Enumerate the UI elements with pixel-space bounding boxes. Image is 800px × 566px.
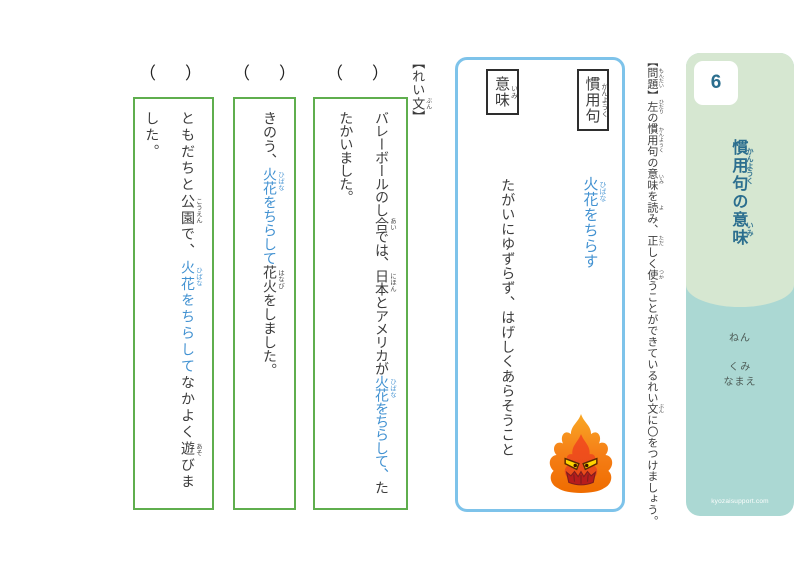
answer-slot-2[interactable]: （ ） (233, 64, 302, 83)
example-sentence-box-2: きのう、火花ひばなをちらして花火はなびをしました。 (233, 97, 296, 510)
angry-fire-icon (545, 412, 617, 503)
idiom-card: 慣用句かんようく 意味いみ 火花ひばなをちらす たがいにゆずらず、はげしくあらそ… (455, 57, 625, 512)
example-sentence-3: ともだちと公園こうえんで、火花ひばなをちらしてなかよく遊あそびました。 (144, 111, 202, 491)
example-sentence-1: バレーボールのし合あいでは、日本にほんとアメリカが火花ひばなをちらして、たたかい… (338, 111, 396, 494)
idiom-label-box: 慣用句かんようく (576, 69, 609, 131)
meaning-label-box: 意味いみ (486, 69, 519, 115)
idiom-text: 火花ひばなをちらす (581, 176, 606, 269)
sidebar-panel: 6 慣用句かんようくの意味いみ ねん くみ なまえ kyozaisupport.… (686, 53, 794, 516)
example-sentence-2: きのう、火花ひばなをちらして花火はなびをしました。 (262, 111, 284, 377)
field-label-name: なまえ (723, 377, 757, 388)
examples-section-label: 【れい文ぶん】 (410, 56, 431, 124)
field-label-class: くみ (728, 362, 752, 373)
field-label-year: ねん (729, 333, 751, 344)
answer-slot-3[interactable]: （ ） (139, 64, 208, 83)
answer-slot-1[interactable]: （ ） (326, 64, 395, 83)
problem-instruction: 【問題もんだい】左ひだりの慣用句かんようくの意味いみを読よみ、正ただしく使つかう… (645, 56, 664, 527)
meaning-text: たがいにゆずらず、はげしくあらそうこと (500, 178, 517, 458)
worksheet-title: 慣用句かんようくの意味いみ (729, 139, 755, 247)
example-sentence-box-3: ともだちと公園こうえんで、火花ひばなをちらしてなかよく遊あそびました。 (133, 97, 214, 510)
example-sentence-box-1: バレーボールのし合あいでは、日本にほんとアメリカが火花ひばなをちらして、たたかい… (313, 97, 408, 510)
worksheet-number-badge: 6 (694, 61, 738, 105)
site-credit: kyozaisupport.com (711, 498, 769, 505)
